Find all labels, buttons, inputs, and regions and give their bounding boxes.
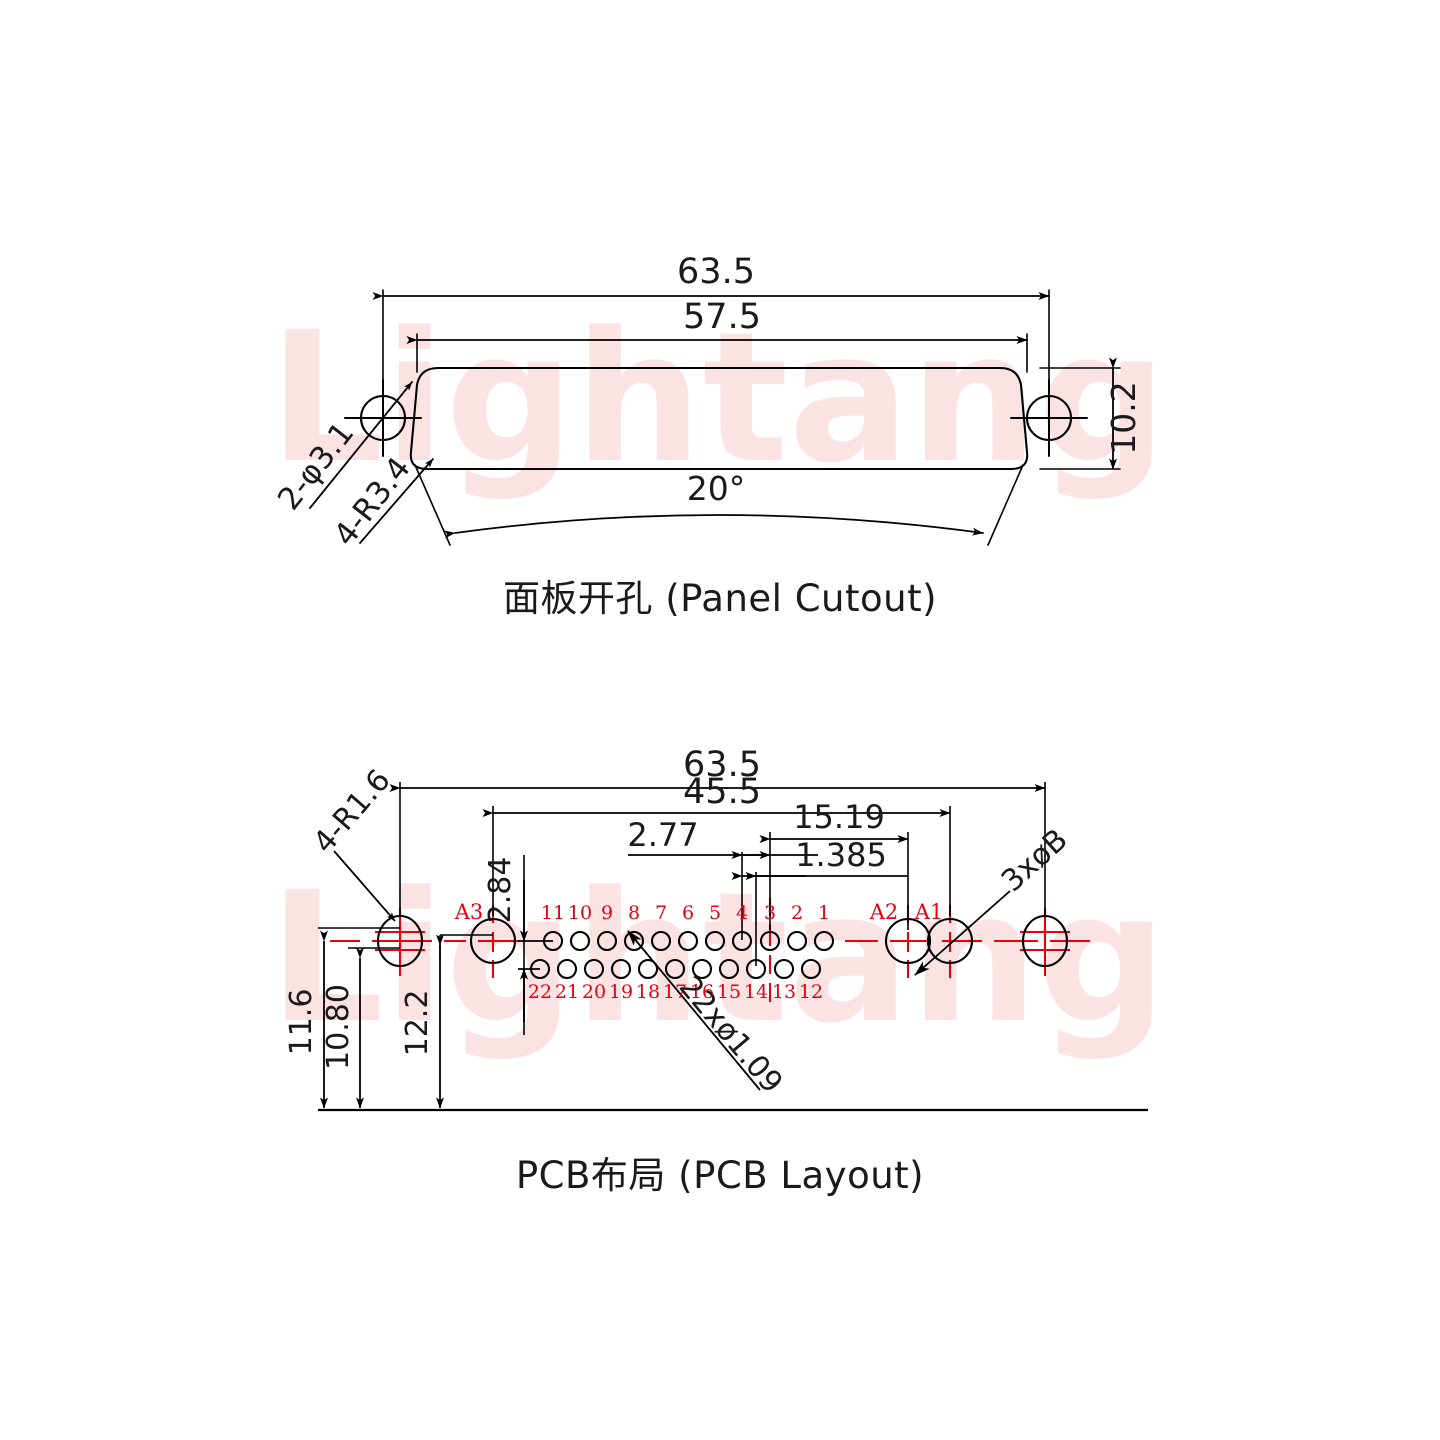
label-dim-1-385: 1.385 [795,836,887,874]
pin-label-bottom-2: 20 [582,981,606,1003]
dim-row-pitch [518,855,553,1035]
panel-cutout-outline [409,366,1029,471]
pin-label-bottom-1: 21 [555,981,579,1003]
dim-2-77 [628,851,818,940]
pcb-pin-labels-bottom: 22 21 20 19 18 17 16 15 14 13 12 [528,981,823,1003]
power-pin-label-a3: A3 [454,900,484,924]
pin-label-bottom-10: 12 [799,981,823,1003]
label-pcb-overall-width: 63.5 [683,745,761,785]
pin-label-top-1: 10 [568,902,592,924]
dim-panel-cutout-height [1039,357,1121,470]
leader-power-hole-dia [914,890,1011,976]
watermark-bottom: Lightang [269,854,1167,1063]
power-pin-label-a2: A2 [869,900,899,924]
panel-cutout-title: 面板开孔 (Panel Cutout) [502,577,938,620]
dim-panel-cutout-width [406,333,1028,373]
pcb-power-hole-a1 [926,917,974,965]
dim-15-19 [759,832,909,930]
pin-label-top-2: 9 [601,902,613,924]
pin-label-bottom-9: 13 [772,981,796,1003]
leader-panel-corner-radius [359,458,434,544]
dim-pcb-hole-span [482,806,951,916]
label-dim-15-19: 15.19 [793,798,885,836]
label-height-12-2: 12.2 [400,990,435,1057]
pcb-power-pin-labels: A3 A2 A1 [454,900,944,924]
pcb-signal-holes-top [542,930,835,952]
pin-label-bottom-6: 16 [690,981,714,1003]
pin-label-bottom-4: 18 [636,981,660,1003]
label-height-10-80: 10.80 [321,984,356,1070]
dim-panel-chamfer-angle [414,464,1024,546]
dim-1-385 [731,872,908,966]
watermark-text: Lightang [269,854,1167,1063]
label-cutout-width: 57.5 [683,297,761,337]
pcb-layout-title: PCB布局 (PCB Layout) [515,1154,925,1197]
label-cutout-height: 10.2 [1104,381,1143,454]
pin-label-top-10: 1 [818,902,830,924]
pcb-dimension-lines [318,782,1046,1109]
pin-label-top-9: 2 [791,902,803,924]
leader-signal-hole-dia [627,930,761,1091]
pin-label-top-0: 11 [541,902,565,924]
pin-label-top-4: 7 [655,902,667,924]
pin-label-top-7: 4 [736,902,748,924]
pin-label-bottom-0: 22 [528,981,552,1003]
dim-height-12-2 [436,934,493,1109]
label-chamfer-angle: 20° [687,469,746,508]
label-height-11-6: 11.6 [284,989,319,1056]
pin-label-top-3: 8 [628,902,640,924]
pcb-power-hole-a3 [469,917,517,965]
label-dim-2-77: 2.77 [627,816,698,854]
label-pcb-corner-radius: 4-R1.6 [307,763,398,860]
pin-label-bottom-7: 15 [717,981,741,1003]
pcb-pin-labels-top: 11 10 9 8 7 6 5 4 3 2 1 [541,902,830,924]
leader-panel-hole-dia [309,381,413,509]
panel-cutout-view [309,289,1121,546]
dim-pcb-overall-width [389,782,1046,916]
pin-label-bottom-3: 19 [609,981,633,1003]
label-row-pitch: 2.84 [483,857,518,924]
dim-panel-overall-width [372,289,1050,397]
pcb-signal-holes-bottom [529,958,822,980]
label-pcb-hole-span: 45.5 [683,772,761,812]
pin-label-bottom-8: 14 [744,981,768,1003]
leader-pcb-corner-radius [333,850,396,922]
pin-label-bottom-5: 17 [663,981,687,1003]
label-overall-width: 63.5 [677,252,755,292]
pin-label-top-6: 5 [709,902,721,924]
pin-label-top-5: 6 [682,902,694,924]
dim-height-11-6 [318,927,400,1109]
power-pin-label-a1: A1 [914,900,944,924]
dim-height-10-80 [348,947,400,1109]
pcb-centerlines [330,898,1090,1002]
pin-label-top-8: 3 [764,902,776,924]
